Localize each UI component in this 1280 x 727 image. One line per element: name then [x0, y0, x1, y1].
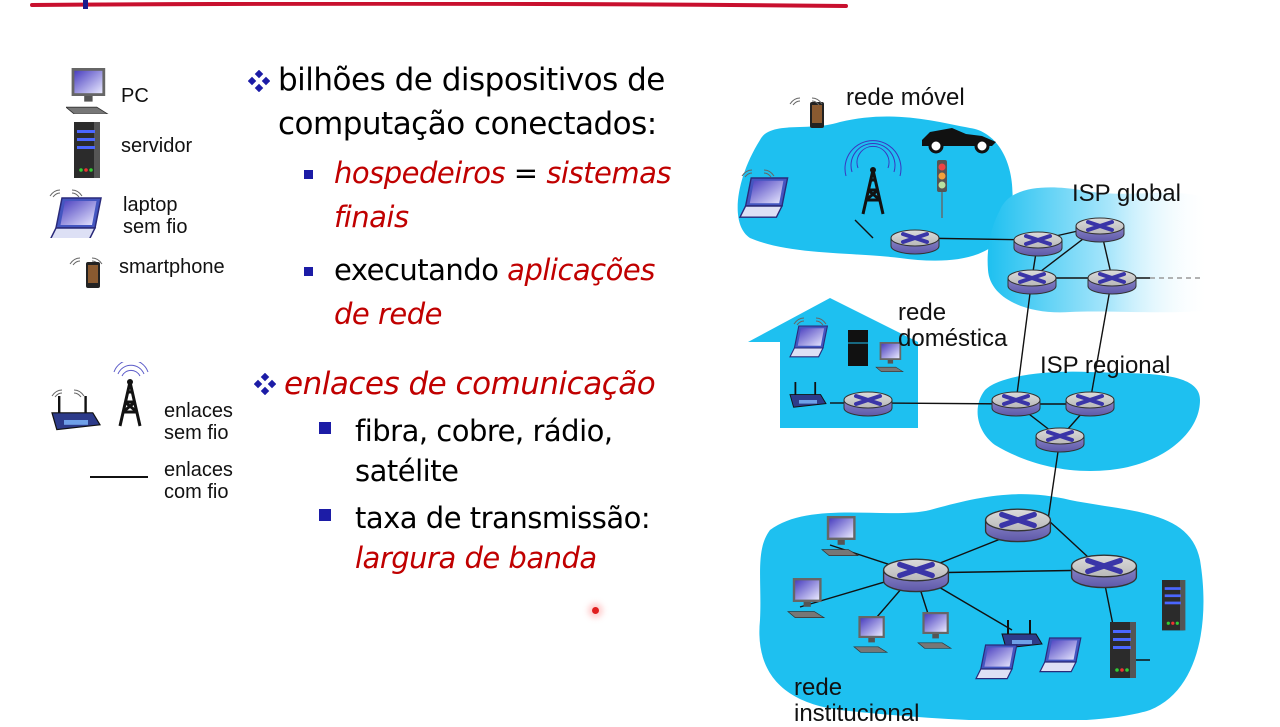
diamond-bullet-icon	[254, 373, 276, 395]
pc-icon	[66, 68, 109, 114]
institutional-network-cloud	[759, 494, 1204, 720]
equals-sign: =	[505, 156, 547, 190]
router-icon	[1074, 216, 1126, 244]
wireless-laptop-icon	[49, 189, 102, 238]
bullet-devices-line1: bilhões de dispositivos de	[278, 62, 665, 98]
legend-wireless-line1: enlaces	[164, 400, 233, 422]
regional-isp-label: ISP regional	[1040, 352, 1171, 379]
legend-laptop-label: laptop sem fio	[123, 194, 187, 238]
hosts-term: hospedeiros	[334, 156, 506, 190]
router-icon	[990, 390, 1042, 418]
bullet-links-heading: enlaces de comunicação	[284, 366, 656, 402]
title-underline	[30, 2, 848, 8]
legend-laptop-line2: sem fio	[123, 216, 188, 238]
legend-wired-label: enlaces com fio	[164, 459, 233, 503]
sub-bullet-hosts: hospedeiros = sistemas	[334, 152, 671, 195]
network-diagram	[737, 97, 1210, 720]
router-icon	[1072, 555, 1137, 587]
square-bullet-icon	[304, 267, 313, 276]
square-bullet-icon	[319, 422, 331, 434]
diamond-bullet-icon	[248, 70, 270, 92]
title-fragment	[83, 0, 88, 9]
router-icon	[889, 228, 941, 256]
sub-bullet-rate-line1: taxa de transmissão:	[355, 501, 651, 535]
fridge-icon	[848, 330, 868, 366]
home-network-label-line1: rede	[898, 299, 947, 326]
cell-tower-waves	[844, 140, 902, 177]
router-icon	[842, 390, 894, 418]
home-network-label-line2: doméstica	[898, 325, 1008, 352]
wired-link-icon	[90, 476, 148, 478]
bullet-devices-line2: computação conectados:	[278, 106, 657, 142]
legend-laptop-line1: laptop	[123, 194, 178, 216]
router-icon	[884, 559, 949, 591]
router-icon	[1064, 390, 1116, 418]
router-icon	[1012, 230, 1064, 258]
router-icon	[1034, 426, 1086, 454]
applications-term: aplicações	[507, 253, 655, 287]
legend-wired-line2: com fio	[164, 481, 229, 503]
car-icon	[922, 128, 996, 154]
sub-bullet-apps: executando aplicações	[334, 249, 655, 292]
laser-pointer	[592, 607, 599, 614]
legend-pc-label: PC	[121, 85, 149, 107]
sub-bullet-media-line1: fibra, cobre, rádio,	[355, 414, 613, 448]
end-systems-term: sistemas	[546, 156, 671, 190]
traffic-light-icon	[937, 160, 947, 218]
institutional-network-label-line2: institucional	[794, 700, 920, 727]
legend-wired-line1: enlaces	[164, 459, 233, 481]
legend-smartphone-label: smartphone	[119, 256, 225, 278]
sub-bullet-media-line2: satélite	[355, 454, 459, 488]
square-bullet-icon	[319, 509, 331, 521]
router-icon	[986, 509, 1051, 541]
server-icon	[74, 122, 100, 178]
institutional-network-label-line1: rede	[794, 674, 843, 701]
regional-isp-cloud	[977, 371, 1200, 471]
server-icon	[1110, 622, 1136, 678]
server-icon	[1162, 580, 1186, 631]
sub-bullet-hosts-line2: finais	[334, 200, 409, 234]
running-text: executando	[334, 253, 508, 287]
sub-bullet-apps-line2: de rede	[334, 297, 442, 331]
global-isp-label: ISP global	[1072, 180, 1181, 207]
router-icon	[1006, 268, 1058, 296]
sub-bullet-rate-line2: largura de banda	[355, 541, 597, 575]
mobile-phone-icon	[810, 102, 824, 128]
smartphone-icon	[69, 257, 103, 288]
router-icon	[1086, 268, 1138, 296]
legend-wireless-label: enlaces sem fio	[164, 400, 233, 444]
wireless-link-icon	[50, 362, 149, 431]
legend-wireless-line2: sem fio	[164, 422, 229, 444]
mobile-network-label: rede móvel	[846, 84, 965, 111]
square-bullet-icon	[304, 170, 313, 179]
legend-server-label: servidor	[121, 135, 193, 157]
